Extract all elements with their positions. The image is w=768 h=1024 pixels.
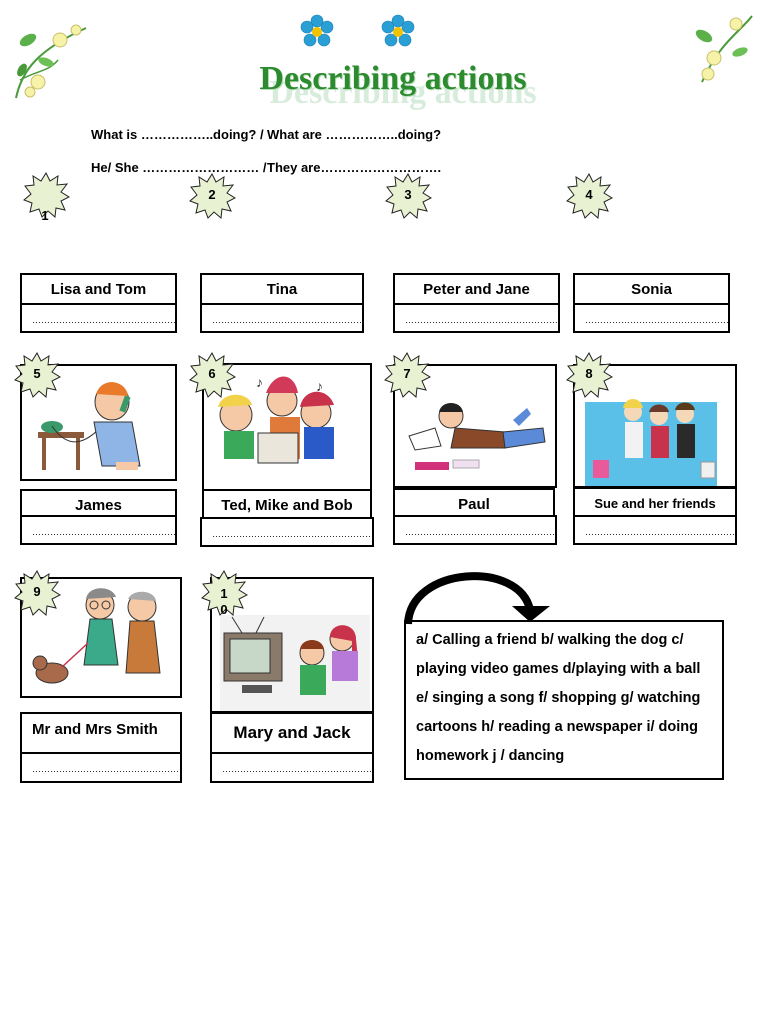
couple-walking-dog-picture (32, 588, 161, 684)
phone-call-picture (38, 382, 141, 470)
answer-blank: ……………………………………………… (200, 517, 374, 547)
badge-number: 6 (208, 366, 216, 381)
svg-text:♪: ♪ (256, 374, 263, 390)
name-label: Tina (200, 273, 364, 305)
answer-blank: ……………………………………………… (20, 515, 177, 545)
prompt-what-are: What are ……………..doing? (267, 127, 442, 142)
word-bank-line: a/ Calling a friend b/ walking the dog c… (416, 632, 684, 648)
word-bank-line: cartoons h/ reading a newspaper i/ doing (416, 719, 698, 735)
name-label: Peter and Jane (393, 273, 560, 305)
prompt-what-is: What is ……………..doing? / (91, 127, 264, 142)
star-badge-icon (384, 352, 431, 398)
curved-arrow-icon (404, 572, 550, 625)
answer-blank: ……………………………………………… (20, 752, 182, 783)
badge-number: 8 (585, 366, 593, 381)
word-bank: a/ Calling a friend b/ walking the dog c… (404, 620, 724, 780)
number-badge: 6 (188, 352, 236, 398)
picture-frame: ♪ ♪ (202, 363, 372, 493)
picture-frame (210, 577, 374, 713)
number-badge: 7 (383, 352, 431, 398)
number-badge: 9 (13, 570, 61, 616)
answer-blank: ……………………………………………… (573, 303, 730, 333)
name-label: Paul (393, 488, 555, 518)
badge-number: 3 (404, 187, 412, 202)
name-label: Sue and her friends (573, 487, 737, 517)
badge-number: 10 (220, 586, 228, 617)
star-badge-icon (14, 570, 61, 616)
answer-blank: ……………………………………………… (573, 515, 737, 545)
badge-number: 2 (208, 187, 216, 202)
name-label: Lisa and Tom (20, 273, 177, 305)
reading-boy-picture (408, 403, 546, 470)
name-label: Mr and Mrs Smith (20, 712, 182, 754)
number-badge: 5 (13, 352, 61, 398)
prompt-they-are: They are………………………. (267, 160, 442, 175)
word-bank-line: playing video games d/playing with a bal… (416, 661, 701, 677)
name-label: Mary and Jack (210, 712, 374, 754)
star-badge-icon (566, 173, 613, 219)
badge-number: 1 (41, 208, 49, 223)
star-badge-icon (385, 173, 432, 219)
worksheet-title: Describing actions Describing actions (0, 58, 768, 118)
answer-blank: ……………………………………………… (20, 303, 177, 333)
shopping-friends-picture (585, 399, 717, 486)
badge-number: 5 (33, 366, 41, 381)
star-badge-icon (189, 352, 236, 398)
answer-blank: ……………………………………………… (393, 303, 560, 333)
singing-kids-picture: ♪ ♪ (218, 374, 334, 464)
star-badge-icon (201, 570, 248, 616)
name-label: Sonia (573, 273, 730, 305)
number-badge: 10 (200, 570, 248, 617)
svg-text:♪: ♪ (316, 378, 323, 394)
corner-flower-right-decoration (695, 15, 753, 83)
number-badge: 1 (22, 172, 70, 223)
prompt-he-she: He/ She ……………………… / (91, 160, 267, 175)
corner-flower-left-decoration (15, 24, 87, 99)
blue-flower-icon (300, 14, 334, 47)
badge-number: 7 (403, 366, 411, 381)
word-bank-line: homework j / dancing (416, 748, 565, 764)
title-shadow: Describing actions (269, 74, 537, 111)
star-badge-icon (566, 352, 613, 398)
answer-blank: ……………………………………………… (210, 752, 374, 783)
badge-number: 9 (33, 584, 41, 599)
number-badge: 4 (565, 173, 613, 219)
number-badge: 3 (384, 173, 432, 219)
star-badge-icon (23, 172, 70, 218)
badge-number: 4 (585, 187, 593, 202)
name-label: Ted, Mike and Bob (202, 489, 372, 519)
answer-blank: ……………………………………………… (393, 515, 557, 545)
number-badge: 8 (565, 352, 613, 398)
word-bank-line: e/ singing a song f/ shopping g/ watchin… (416, 690, 701, 706)
answer-blank: ……………………………………………… (200, 303, 364, 333)
page-title: Describing actions (259, 60, 527, 97)
star-badge-icon (14, 352, 61, 398)
blue-flower-icon (381, 14, 415, 47)
star-badge-icon (189, 173, 236, 219)
number-badge: 2 (188, 173, 236, 219)
kids-video-games-picture (220, 615, 370, 711)
